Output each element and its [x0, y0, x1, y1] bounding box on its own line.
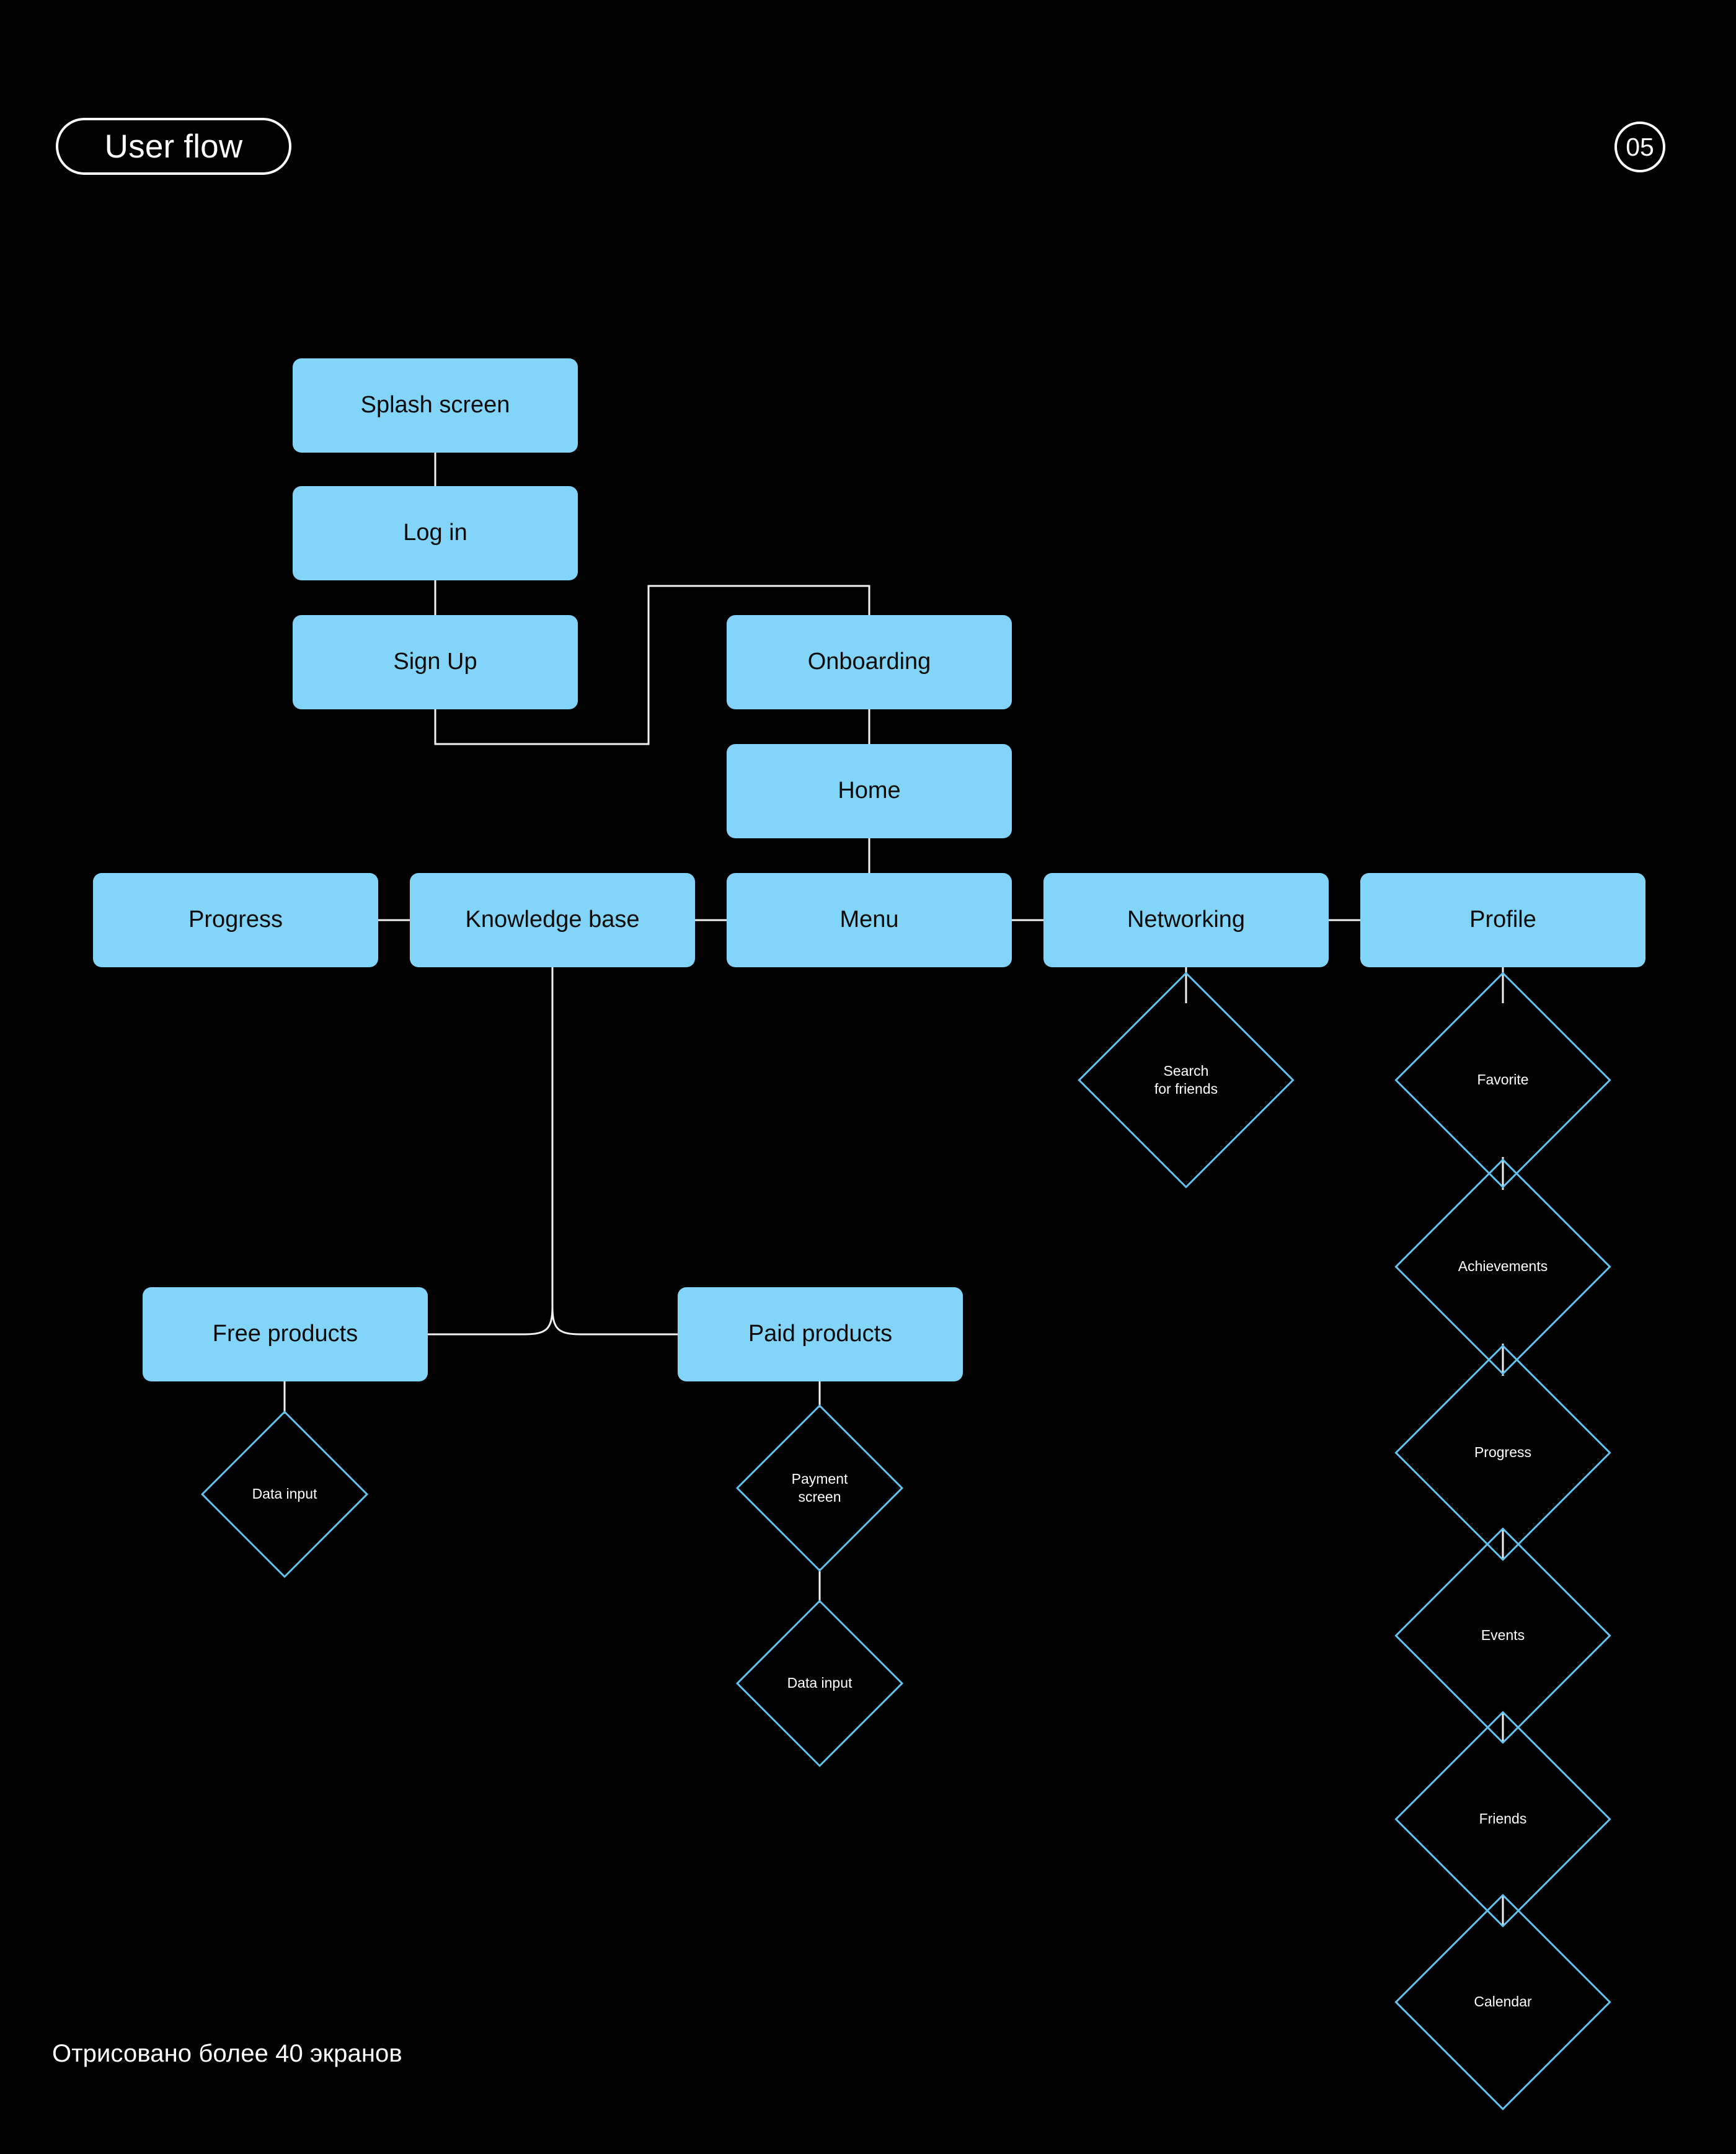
flow-box-label: Onboarding	[807, 649, 931, 675]
flow-box-label: Sign Up	[393, 649, 477, 675]
flow-box-menu[interactable]: Menu	[727, 873, 1012, 967]
flow-box-label: Home	[838, 778, 901, 804]
page-title: User flow	[104, 128, 243, 165]
flow-diamond-paid-data-input[interactable]: Data input	[735, 1599, 904, 1768]
flow-box-label: Knowledge base	[465, 906, 640, 933]
page-number-badge: 05	[1614, 122, 1665, 172]
diamond-shape-icon	[1078, 972, 1295, 1189]
flow-box-home[interactable]: Home	[727, 744, 1012, 838]
flow-box-knowledge[interactable]: Knowledge base	[410, 873, 695, 967]
diamond-shape-icon	[1394, 1158, 1611, 1375]
page-title-pill: User flow	[56, 118, 291, 175]
flow-box-onboarding[interactable]: Onboarding	[727, 615, 1012, 709]
flow-box-paid-products[interactable]: Paid products	[678, 1287, 963, 1381]
flow-box-networking[interactable]: Networking	[1043, 873, 1329, 967]
flow-box-label: Free products	[212, 1321, 358, 1347]
flow-box-progress[interactable]: Progress	[93, 873, 378, 967]
flow-diamond-calendar[interactable]: Calendar	[1394, 1894, 1611, 2111]
flow-diamond-search-for-friends[interactable]: Search for friends	[1078, 972, 1295, 1189]
diamond-shape-icon	[1394, 972, 1611, 1189]
flow-box-splash[interactable]: Splash screen	[293, 358, 578, 453]
flow-box-label: Menu	[839, 906, 899, 933]
flow-diamond-achievements[interactable]: Achievements	[1394, 1158, 1611, 1375]
flow-box-login[interactable]: Log in	[293, 486, 578, 580]
flow-diamond-payment-screen[interactable]: Payment screen	[735, 1404, 904, 1572]
flow-box-free-products[interactable]: Free products	[143, 1287, 428, 1381]
page-number: 05	[1626, 132, 1654, 161]
flow-box-label: Progress	[188, 906, 283, 933]
flow-box-label: Log in	[403, 520, 467, 546]
flow-diamond-favorite[interactable]: Favorite	[1394, 972, 1611, 1189]
flow-box-label: Splash screen	[360, 392, 510, 419]
flow-box-label: Networking	[1127, 906, 1246, 933]
footer-note: Отрисовано более 40 экранов	[52, 2040, 402, 2067]
flow-box-label: Profile	[1469, 906, 1536, 933]
connector-knowledge-paid-products	[551, 1306, 678, 1336]
connector-knowledge-free-products	[428, 967, 554, 1336]
flow-box-label: Paid products	[748, 1321, 893, 1347]
flow-box-signup[interactable]: Sign Up	[293, 615, 578, 709]
diamond-shape-icon	[1394, 1894, 1611, 2111]
flow-diamond-free-data-input[interactable]: Data input	[200, 1410, 369, 1579]
diamond-shape-icon	[735, 1599, 904, 1768]
diamond-shape-icon	[735, 1404, 904, 1572]
flow-box-profile[interactable]: Profile	[1360, 873, 1645, 967]
diamond-shape-icon	[200, 1410, 369, 1579]
